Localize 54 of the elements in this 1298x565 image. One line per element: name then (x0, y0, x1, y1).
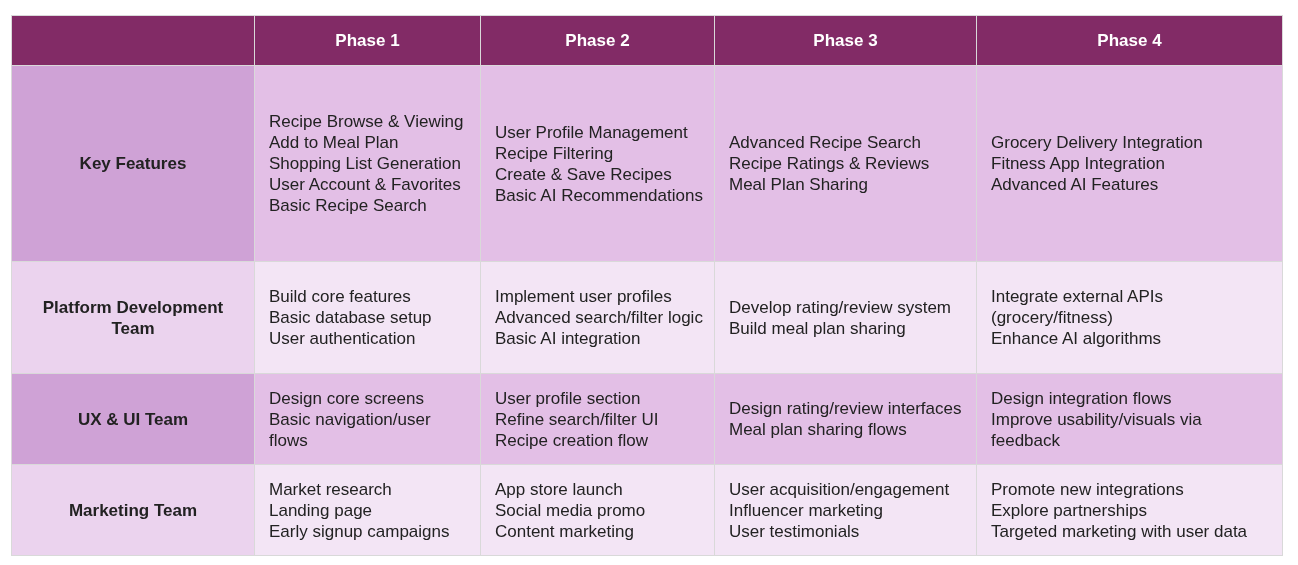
list-item: Improve usability/visuals via feedback (991, 408, 1203, 451)
list-item: Recipe Browse & Viewing (269, 111, 465, 132)
list-item: Build meal plan sharing (729, 317, 907, 339)
column-header: Phase 4 (976, 15, 1283, 66)
row-header: Platform Development Team (11, 261, 255, 374)
list-item: Recipe Filtering (495, 142, 615, 164)
list-item: Basic Recipe Search (269, 195, 428, 216)
list-item: User Account & Favorites (269, 174, 462, 195)
row-header: Marketing Team (11, 464, 255, 556)
list-item: Targeted marketing with user data (991, 520, 1249, 542)
list-item: Content marketing (495, 520, 635, 542)
list-item: Recipe creation flow (495, 429, 650, 451)
column-header: Phase 1 (254, 15, 481, 66)
list-item: Fitness App Integration (991, 153, 1166, 174)
list-item: Implement user profiles (495, 286, 673, 307)
list-item: Shopping List Generation (269, 153, 462, 174)
list-item: Market research (269, 478, 393, 500)
list-item: Develop rating/review system (729, 296, 953, 318)
list-item: User authentication (269, 328, 417, 349)
list-item: User testimonials (729, 520, 861, 542)
list-item: Add to Meal Plan (269, 132, 400, 153)
list-item: Basic navigation/user flows (269, 408, 432, 451)
list-item: Advanced AI Features (991, 174, 1160, 195)
list-item: Landing page (269, 499, 374, 521)
list-item: Refine search/filter UI (495, 408, 660, 430)
row-header: Key Features (11, 65, 255, 262)
list-item: Grocery Delivery Integration (991, 132, 1204, 153)
list-item: Meal Plan Sharing (729, 174, 869, 195)
column-header: Phase 2 (480, 15, 715, 66)
list-item: Design integration flows (991, 387, 1173, 409)
list-item: Enhance AI algorithms (991, 328, 1163, 349)
list-item: Influencer marketing (729, 499, 885, 521)
list-item: Design core screens (269, 387, 425, 409)
row-header: UX & UI Team (11, 373, 255, 465)
list-item: App store launch (495, 478, 624, 500)
list-item: Create & Save Recipes (495, 163, 673, 185)
list-item: Design rating/review interfaces (729, 398, 963, 419)
list-item: Social media promo (495, 499, 647, 521)
list-item: Meal plan sharing flows (729, 419, 908, 440)
list-item: Build core features (269, 286, 412, 307)
list-item: Explore partnerships (991, 499, 1148, 521)
list-item: Advanced Recipe Search (729, 132, 922, 153)
list-item: Recipe Ratings & Reviews (729, 153, 931, 174)
list-item: User profile section (495, 387, 642, 409)
list-item: Basic AI integration (495, 328, 642, 349)
list-item: User acquisition/engagement (729, 478, 951, 500)
list-item: Advanced search/filter logic (495, 307, 704, 328)
list-item: Basic database setup (269, 307, 433, 328)
list-item: Integrate external APIs (grocery/fitness) (991, 286, 1164, 328)
list-item: Basic AI Recommendations (495, 184, 704, 206)
list-item: Promote new integrations (991, 478, 1185, 500)
column-header: Phase 3 (714, 15, 977, 66)
list-item: User Profile Management (495, 121, 689, 143)
list-item: Early signup campaigns (269, 520, 451, 542)
